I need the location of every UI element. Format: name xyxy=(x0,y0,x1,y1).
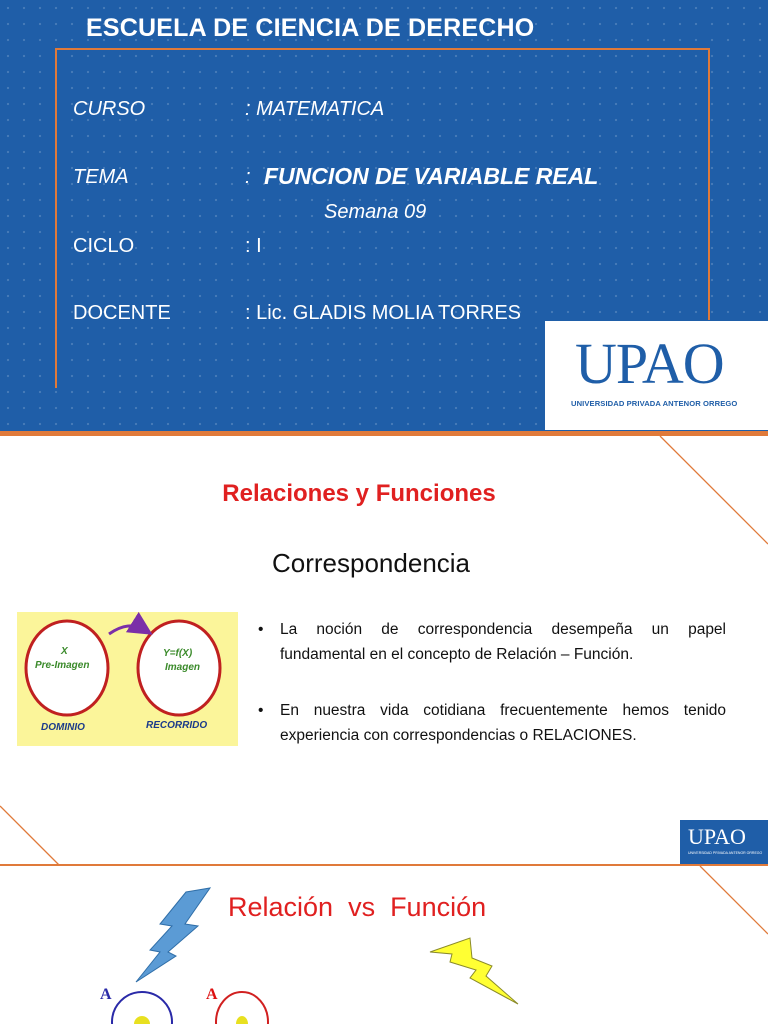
label-curso: CURSO xyxy=(73,98,146,120)
correspondence-diagram: X Pre-Imagen Y=f(X) Imagen DOMINIO RECOR… xyxy=(17,612,238,746)
label-tema: TEMA xyxy=(73,166,129,188)
value-curso: : MATEMATICA xyxy=(245,98,385,120)
info-row-curso: CURSO : MATEMATICA xyxy=(0,98,768,124)
corner-lines-right xyxy=(0,436,768,866)
semana-label: Semana 09 xyxy=(324,201,427,223)
slide-divider-2 xyxy=(0,864,768,866)
info-row-ciclo: CICLO : I xyxy=(0,235,768,261)
comparison-slide: Relación vs Función A A xyxy=(0,866,768,1024)
slide-subtitle: Correspondencia xyxy=(272,548,471,578)
bullet-list-2: En nuestra vida cotidiana frecuentemente… xyxy=(258,698,726,748)
content-slide: Relaciones y Funciones Correspondencia X… xyxy=(0,436,768,866)
title-slide: ESCUELA DE CIENCIA DE DERECHO CURSO : MA… xyxy=(0,0,768,436)
info-row-tema: TEMA : FUNCION DE VARIABLE REAL xyxy=(0,163,768,194)
label-ciclo: CICLO xyxy=(73,235,135,257)
value-tema-prefix: : xyxy=(245,166,251,188)
dominio-label: DOMINIO xyxy=(41,722,85,733)
recorrido-label: RECORRIDO xyxy=(146,720,208,731)
bullet-item: La noción de correspondencia desempeña u… xyxy=(258,617,726,667)
slide-title: Relaciones y Funciones xyxy=(222,480,496,507)
upao-logo-small-subtitle: UNIVERSIDAD PRIVADA ANTENOR ORREGO xyxy=(688,851,763,855)
frame-line-right xyxy=(708,48,710,320)
lightning-bolt-yellow xyxy=(429,937,519,1005)
slide3-graphics xyxy=(111,866,768,1024)
lightning-bolt-blue xyxy=(135,887,212,983)
upao-logo: UPAO UNIVERSIDAD PRIVADA ANTENOR ORREGO xyxy=(545,321,768,430)
label-docente: DOCENTE xyxy=(73,302,171,324)
range-y-label: Y=f(X) xyxy=(163,648,193,659)
frame-line-top xyxy=(55,48,710,50)
slide-title-relacion-vs-funcion: Relación vs Función xyxy=(228,892,487,922)
upao-logo-small-text: UPAO xyxy=(688,824,746,849)
value-docente: : Lic. GLADIS MOLIA TORRES xyxy=(245,302,522,324)
upao-logo-small: UPAO UNIVERSIDAD PRIVADA ANTENOR ORREGO xyxy=(680,820,768,866)
bullet-item: En nuestra vida cotidiana frecuentemente… xyxy=(258,698,726,748)
domain-x-label: X xyxy=(61,646,68,657)
set-label-a-1: A xyxy=(100,986,112,1003)
bullet-list: La noción de correspondencia desempeña u… xyxy=(258,617,726,667)
set-label-a-2: A xyxy=(206,986,218,1003)
school-title: ESCUELA DE CIENCIA DE DERECHO xyxy=(86,14,535,42)
upao-logo-text: UPAO xyxy=(575,331,725,396)
upao-logo-subtitle: UNIVERSIDAD PRIVADA ANTENOR ORREGO xyxy=(571,399,738,408)
domain-preimage-label: Pre-Imagen xyxy=(35,660,90,671)
range-imagen-label: Imagen xyxy=(165,662,201,673)
value-tema: FUNCION DE VARIABLE REAL xyxy=(264,163,599,189)
diagram-graphic xyxy=(24,612,222,717)
value-ciclo: : I xyxy=(245,235,262,257)
slide-divider xyxy=(0,431,768,436)
frame-line-left xyxy=(55,48,57,388)
info-row-docente: DOCENTE : Lic. GLADIS MOLIA TORRES xyxy=(0,302,768,328)
